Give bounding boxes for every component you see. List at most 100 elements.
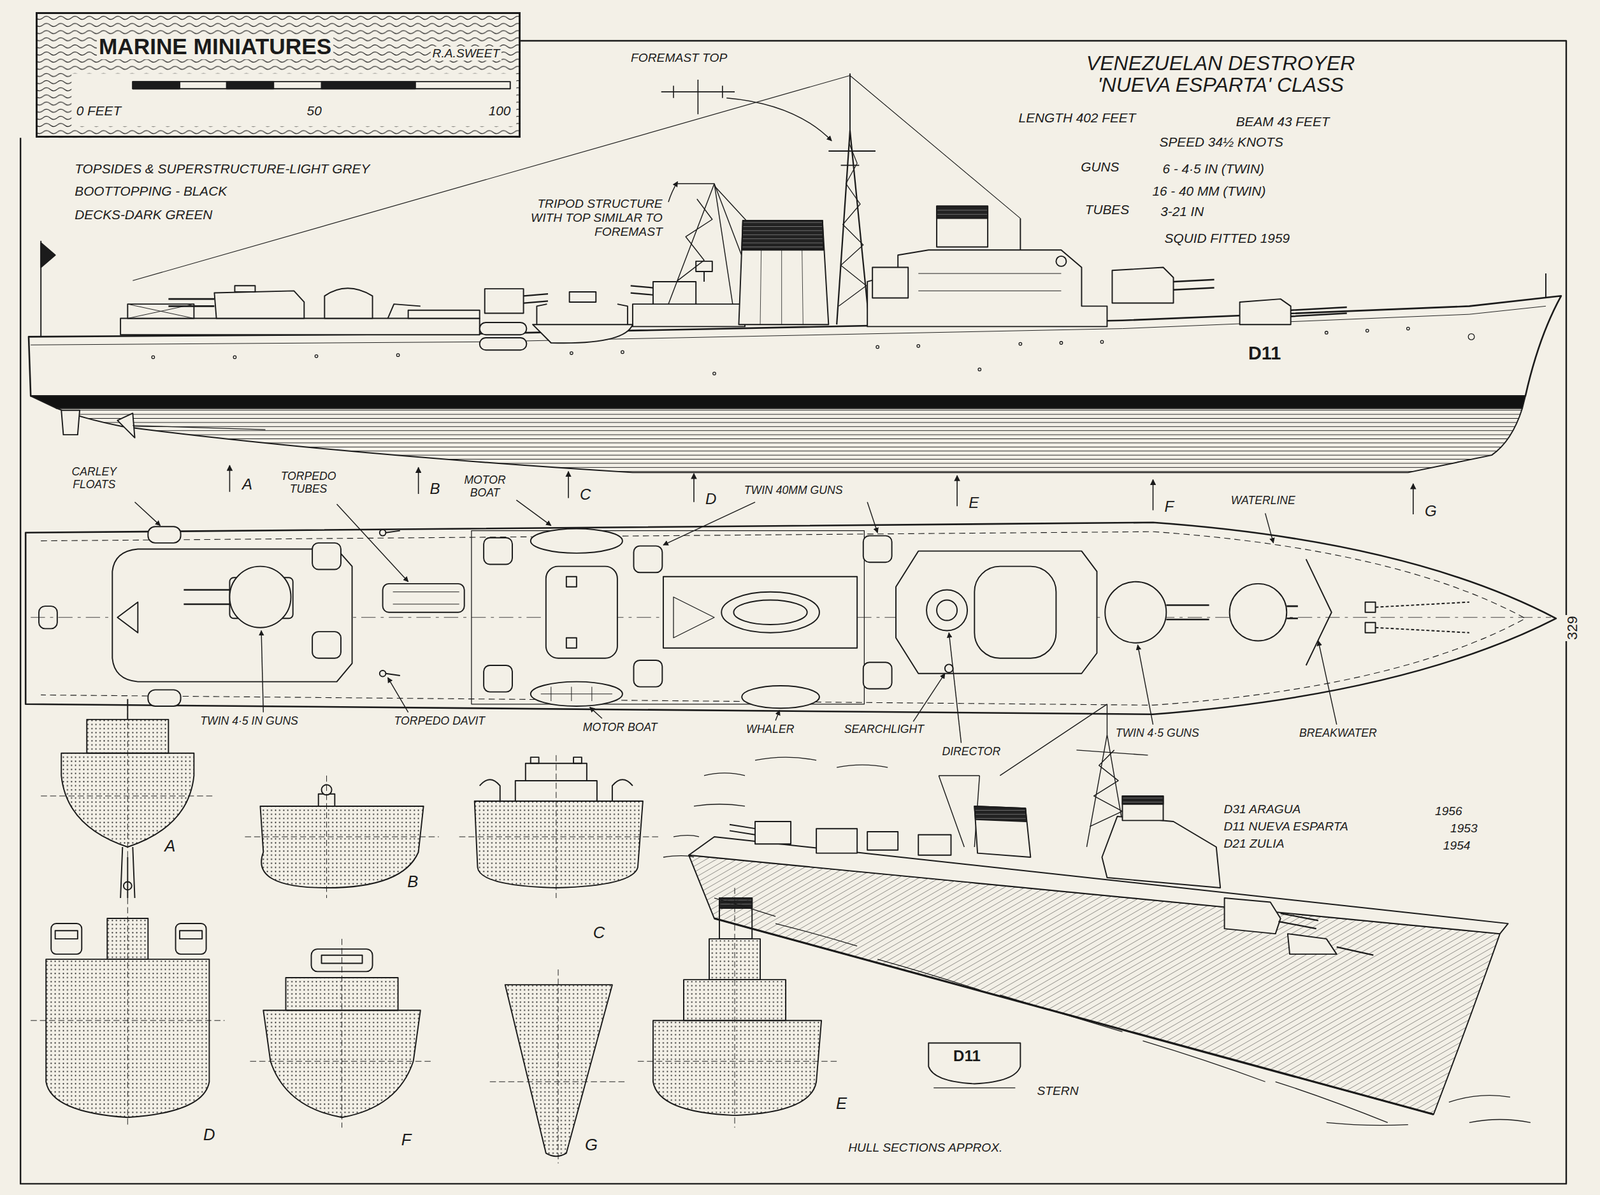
- side-elevation: [1239, 298, 1291, 325]
- side-elevation: [867, 249, 1107, 327]
- pennant-number: D11: [1246, 342, 1283, 364]
- callout-label: WHALER: [744, 722, 796, 736]
- perspective-illustration: [1336, 946, 1374, 956]
- spec-note: 16 - 40 MM (TWIN): [1150, 183, 1267, 199]
- hull-sections: [179, 930, 202, 939]
- scale-mark: 0 FEET: [74, 103, 124, 119]
- plan-view: [483, 537, 513, 565]
- colour-note: BOOTTOPPING - BLACK: [73, 183, 229, 199]
- plan-view: [1166, 605, 1209, 620]
- side-elevation: [1100, 340, 1103, 343]
- hull-sections: [249, 938, 434, 1128]
- hull-sections: [573, 756, 582, 764]
- leader-lines: [1265, 512, 1274, 543]
- side-elevation: [314, 354, 318, 358]
- side-elevation: [151, 355, 155, 359]
- hull-sections: [175, 923, 207, 954]
- section-marker: C: [578, 485, 592, 504]
- plan-view: [382, 583, 465, 613]
- section-marker: E: [967, 493, 981, 512]
- section-arrows: [567, 471, 570, 499]
- perspective-illustration: [663, 756, 1531, 1125]
- plan-view: [530, 528, 623, 553]
- perspective-illustration: [867, 831, 898, 851]
- pennant-number: D11: [951, 1046, 982, 1065]
- section-marker: A: [240, 475, 254, 494]
- side-elevation: [132, 75, 1021, 281]
- plan-view: [379, 529, 387, 536]
- spec-note: 3-21 IN: [1159, 203, 1205, 220]
- title-box: MARINE MINIATURESR.A.SWEET0 FEET50100: [35, 12, 521, 138]
- page-frame: [20, 40, 1567, 1184]
- side-elevation: [978, 367, 981, 371]
- hull-sections: [530, 756, 540, 764]
- scale-mark: 100: [486, 103, 513, 119]
- ship-list-entry: D31 ARAGUA: [1222, 802, 1302, 817]
- plan-view: [312, 631, 341, 659]
- perspective-illustration: [1287, 933, 1337, 954]
- side-elevation: [479, 337, 527, 350]
- caption-note: HULL SECTIONS APPROX.: [846, 1140, 1004, 1155]
- leader-lines: [261, 630, 264, 713]
- ship-list-entry: 1954: [1441, 838, 1472, 853]
- leader-lines: [775, 709, 780, 721]
- side-elevation: [621, 350, 624, 354]
- ship-list-entry: 1956: [1433, 804, 1464, 819]
- side-elevation: [1055, 256, 1067, 267]
- spec-note: 6 - 4·5 IN (TWIN): [1160, 161, 1265, 177]
- hull-sections: [50, 923, 82, 954]
- spec-note: GUNS: [1079, 159, 1121, 175]
- side-elevation: [56, 407, 1523, 473]
- side-elevation: [214, 290, 304, 318]
- side-elevation: [1366, 329, 1369, 332]
- drawing-title: VENEZUELAN DESTROYER 'NUEVA ESPARTA' CLA…: [1066, 52, 1375, 96]
- side-elevation: [738, 220, 829, 325]
- hull-sections: [30, 699, 837, 1164]
- leader-lines: [913, 673, 945, 722]
- side-elevation: [695, 261, 713, 272]
- section-marker: D: [704, 490, 718, 508]
- section-letter: A: [163, 836, 177, 856]
- leader-lines: [663, 502, 756, 545]
- stern-badge: [928, 1042, 1021, 1088]
- side-elevation: [876, 345, 879, 348]
- side-elevation: [324, 288, 373, 318]
- plan-view: [1365, 622, 1376, 633]
- section-marker: F: [1163, 497, 1176, 516]
- plan-view: [229, 566, 291, 628]
- side-elevation: [569, 291, 597, 303]
- side-elevation: [872, 267, 909, 299]
- callout-label: TWIN 4·5 IN GUNS: [198, 714, 300, 728]
- leader-lines: [135, 502, 161, 526]
- plan-view: [1365, 602, 1376, 613]
- colour-note: DECKS-DARK GREEN: [73, 207, 214, 223]
- section-letter: C: [591, 923, 607, 942]
- section-marker: B: [428, 479, 442, 498]
- side-elevation: [479, 322, 527, 335]
- side-elevation: [120, 318, 480, 336]
- perspective-illustration: [999, 704, 1148, 776]
- plan-view: [540, 686, 613, 701]
- hull-sections: [244, 775, 439, 898]
- hull-sections: [505, 984, 613, 1156]
- ship-list-entry: 1953: [1448, 821, 1479, 836]
- spec-note: TUBES: [1083, 201, 1131, 218]
- section-letter: G: [583, 1135, 599, 1154]
- leader-lines: [867, 502, 878, 533]
- side-elevation: [760, 249, 803, 325]
- plan-view: [1286, 605, 1298, 619]
- page-number: 329: [1564, 614, 1581, 641]
- side-elevation: [632, 303, 745, 327]
- callout-arrows: [726, 98, 832, 141]
- hull-sections: [259, 806, 424, 888]
- side-elevation: [484, 288, 524, 313]
- side-elevation: [916, 344, 920, 348]
- spec-note: SPEED 34½ KNOTS: [1158, 134, 1285, 150]
- hull-sections: [123, 881, 132, 890]
- section-arrows: [418, 467, 420, 494]
- section-arrows: [693, 473, 695, 503]
- side-elevation: [536, 303, 628, 325]
- perspective-illustration: [688, 836, 1509, 934]
- perspective-illustration: [1122, 795, 1163, 805]
- plan-view: [566, 576, 577, 587]
